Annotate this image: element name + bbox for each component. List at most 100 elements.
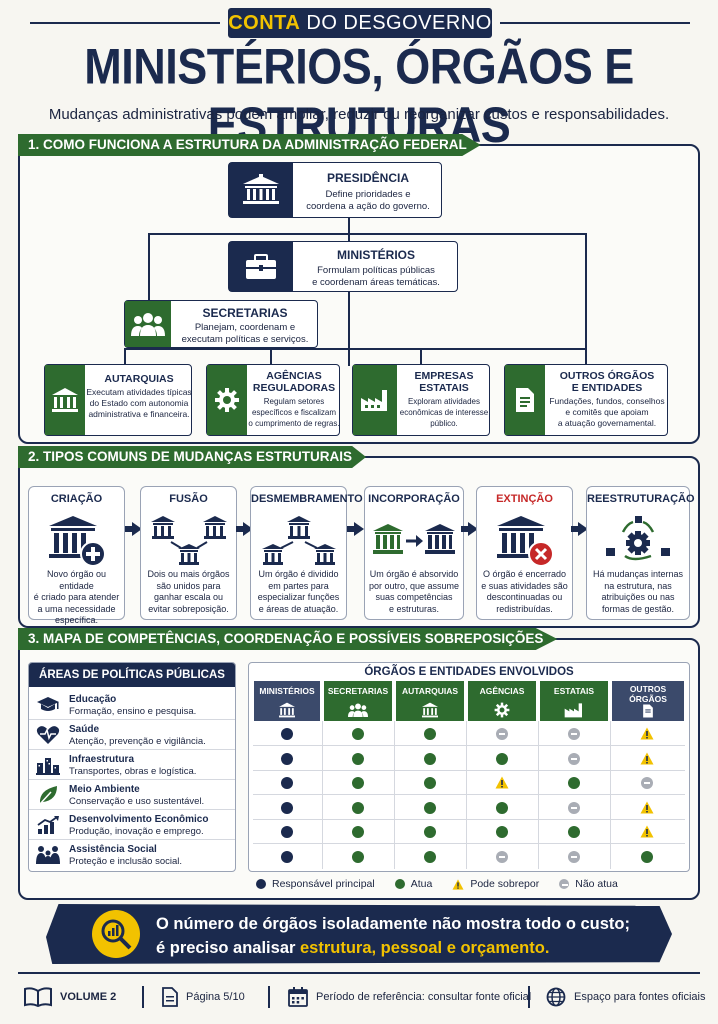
matrix-cell-navy bbox=[280, 850, 294, 864]
table-row bbox=[253, 821, 685, 844]
matrix-cell-gray bbox=[567, 801, 581, 815]
type-card-extincao: EXTINÇÃO O órgão é encerrado e suas ativ… bbox=[476, 486, 573, 620]
page-subtitle: Mudanças administrativas podem ampliar, … bbox=[48, 106, 670, 123]
matrix-cell-green bbox=[351, 801, 365, 815]
type-desc-line: e estruturas. bbox=[388, 603, 440, 614]
dot-green bbox=[352, 777, 364, 789]
dot-green bbox=[424, 728, 436, 740]
sources-space: Espaço para fontes oficiais bbox=[574, 991, 706, 1003]
type-desc-line: na estrutura, nas bbox=[604, 580, 672, 591]
infrastructure-icon bbox=[35, 754, 61, 776]
section-map-label: 3. MAPA DE COMPETÊNCIAS, COORDENAÇÃO E P… bbox=[18, 628, 558, 650]
type-title: REESTRUTURAÇÃO bbox=[587, 493, 695, 505]
matrix-cell-warn bbox=[640, 727, 654, 741]
conclusion-text: O número de órgãos isoladamente não most… bbox=[156, 912, 666, 960]
matrix-cell-navy bbox=[280, 825, 294, 839]
legend-label: Atua bbox=[410, 878, 433, 890]
brand-highlight: CONTA bbox=[228, 12, 301, 34]
type-desc: Um órgão é absorvido por outro, que assu… bbox=[368, 569, 460, 615]
dot-gray bbox=[568, 752, 580, 765]
warning-icon bbox=[640, 825, 654, 838]
node-desc: o cumprimento de regras. bbox=[248, 419, 340, 428]
type-desc-line: ganhar escala ou bbox=[153, 592, 224, 602]
legend-sobrepor: Pode sobrepor bbox=[452, 878, 539, 890]
factory-icon bbox=[540, 702, 608, 718]
area-desc: Conservação e uso sustentável. bbox=[69, 796, 205, 807]
legend-principal: Responsável principal bbox=[256, 878, 375, 890]
type-card-fusao: FUSÃO Dois ou mais órgãos são unidos par… bbox=[140, 486, 237, 620]
node-title: EMPRESAS bbox=[414, 370, 474, 382]
list-item: Assistência Social Proteção e inclusão s… bbox=[29, 840, 235, 870]
dot-green bbox=[496, 826, 508, 838]
type-desc-line: suas competências bbox=[375, 592, 453, 602]
type-desc-line: O órgão é encerrado bbox=[482, 569, 567, 579]
area-desc: Transportes, obras e logística. bbox=[69, 766, 197, 777]
area-desc: Proteção e inclusão social. bbox=[69, 856, 183, 867]
dot-green bbox=[424, 777, 436, 789]
dot-green bbox=[424, 826, 436, 838]
matrix-cell-green bbox=[495, 752, 509, 766]
type-desc: O órgão é encerrado e suas atividades sã… bbox=[480, 569, 569, 615]
conclusion-line2: é preciso analisar estrutura, pessoal e … bbox=[156, 936, 666, 960]
node-outros: OUTROS ÓRGÃOS E ENTIDADES Fundações, fun… bbox=[504, 364, 668, 436]
matrix-cell-green bbox=[423, 776, 437, 790]
merge-buildings-icon bbox=[141, 511, 236, 571]
type-desc-line: Dois ou mais órgãos bbox=[147, 569, 230, 579]
dot-green bbox=[352, 801, 364, 814]
briefcase-icon bbox=[229, 242, 293, 291]
calendar-icon bbox=[288, 987, 308, 1007]
footer-fontes: Espaço para fontes oficiais bbox=[546, 984, 705, 1010]
col-head-label: AUTARQUIAS bbox=[401, 686, 459, 696]
matrix-cell-green bbox=[351, 752, 365, 766]
building-plus-icon bbox=[29, 511, 124, 571]
matrix-cell-navy bbox=[280, 801, 294, 815]
col-head-label: AGÊNCIAS bbox=[479, 686, 525, 696]
col-head-label: SECRETARIAS bbox=[327, 686, 389, 696]
dot-gray bbox=[559, 879, 570, 889]
growth-chart-icon bbox=[35, 814, 61, 836]
node-desc: a atuação governamental. bbox=[557, 418, 657, 428]
node-desc: do Estado com autonomia bbox=[89, 398, 189, 408]
dot-navy bbox=[281, 826, 293, 838]
type-card-reestruturacao: REESTRUTURAÇÃO Há mudanças internas na e… bbox=[586, 486, 695, 620]
connector bbox=[148, 233, 586, 235]
table-row bbox=[253, 846, 685, 869]
connector bbox=[124, 348, 586, 350]
area-name: Infraestrutura bbox=[69, 754, 135, 765]
footer-rule bbox=[18, 972, 700, 974]
reorganize-gear-icon bbox=[587, 511, 689, 571]
connector bbox=[148, 233, 150, 301]
col-head-label: MINISTÉRIOS bbox=[259, 686, 315, 696]
globe-icon bbox=[546, 987, 566, 1007]
conclusion-line2-pre: é preciso analisar bbox=[156, 939, 300, 957]
arrow-right-icon bbox=[347, 522, 364, 536]
document-icon bbox=[612, 704, 684, 718]
type-desc-line: descontinuadas ou bbox=[486, 592, 563, 602]
node-desc: Fundações, fundos, conselhos bbox=[549, 396, 665, 406]
institution-building-icon bbox=[396, 702, 464, 718]
col-head-label: OUTROS bbox=[629, 684, 667, 694]
type-desc-line: redistribuídas. bbox=[496, 603, 553, 614]
node-title: MINISTÉRIOS bbox=[336, 248, 415, 262]
building-close-icon bbox=[477, 511, 572, 571]
matrix-cell-gray bbox=[495, 850, 509, 864]
type-desc-line: atribuições ou nas bbox=[601, 592, 675, 602]
warning-icon bbox=[640, 752, 654, 764]
type-desc-line: especializar funções bbox=[257, 592, 340, 602]
matrix-cell-gray bbox=[495, 727, 509, 741]
matrix-cell-green bbox=[640, 850, 654, 864]
matrix-cell-gray bbox=[567, 727, 581, 741]
node-empresas: EMPRESAS ESTATAIS Exploram atividades ec… bbox=[352, 364, 490, 436]
connector bbox=[348, 290, 350, 366]
presidential-palace-icon bbox=[229, 163, 293, 217]
page-icon bbox=[162, 987, 178, 1007]
footer-divider bbox=[142, 986, 144, 1008]
type-desc-line: é criado para atender bbox=[33, 592, 120, 602]
gear-icon bbox=[468, 702, 536, 718]
competence-matrix: ÓRGÃOS E ENTIDADES ENVOLVIDOS MINISTÉRIO… bbox=[248, 662, 690, 872]
col-head-estatais: ESTATAIS bbox=[540, 681, 608, 721]
dot-gray bbox=[496, 850, 508, 863]
legend-label: Pode sobrepor bbox=[470, 878, 540, 890]
matrix-cell-green bbox=[423, 752, 437, 766]
col-head-secretarias: SECRETARIAS bbox=[324, 681, 392, 721]
